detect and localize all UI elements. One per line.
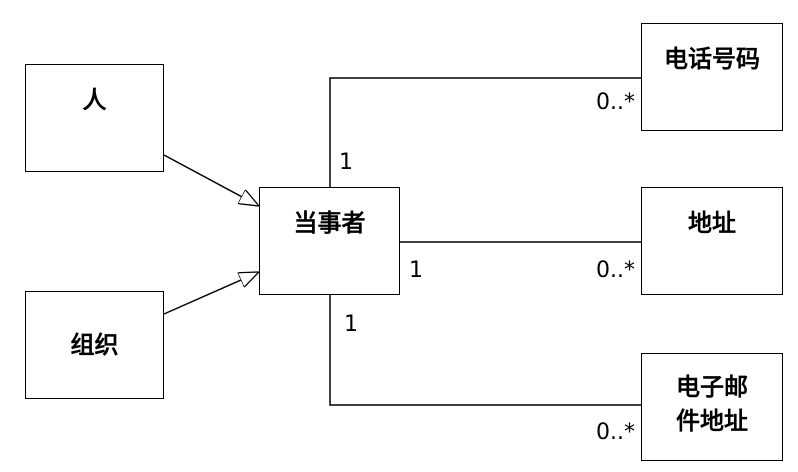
class-person-label: 人	[82, 86, 107, 114]
multiplicity-email-far-end: 0..*	[596, 420, 635, 445]
class-organization-label: 组织	[70, 331, 119, 359]
multiplicity-address-party-end: 1	[409, 258, 423, 283]
multiplicity-phone-party-end: 1	[339, 150, 353, 175]
class-person[interactable]: 人	[25, 64, 164, 172]
generalization-person-to-party	[163, 154, 259, 206]
association-party-email	[329, 295, 641, 406]
class-phone[interactable]: 电话号码	[641, 23, 783, 131]
class-phone-label: 电话号码	[664, 45, 760, 73]
class-party-label: 当事者	[293, 209, 366, 237]
association-party-phone	[329, 77, 641, 187]
class-email[interactable]: 电子邮 件地址	[641, 353, 783, 461]
multiplicity-email-party-end: 1	[344, 312, 358, 337]
generalization-organization-to-party	[163, 272, 259, 315]
class-address-label: 地址	[688, 209, 736, 237]
class-party[interactable]: 当事者	[259, 187, 400, 295]
multiplicity-phone-far-end: 0..*	[596, 90, 635, 115]
class-address[interactable]: 地址	[641, 187, 783, 295]
class-email-label: 电子邮 件地址	[676, 373, 748, 435]
multiplicity-address-far-end: 0..*	[596, 258, 635, 283]
class-organization[interactable]: 组织	[25, 291, 164, 399]
